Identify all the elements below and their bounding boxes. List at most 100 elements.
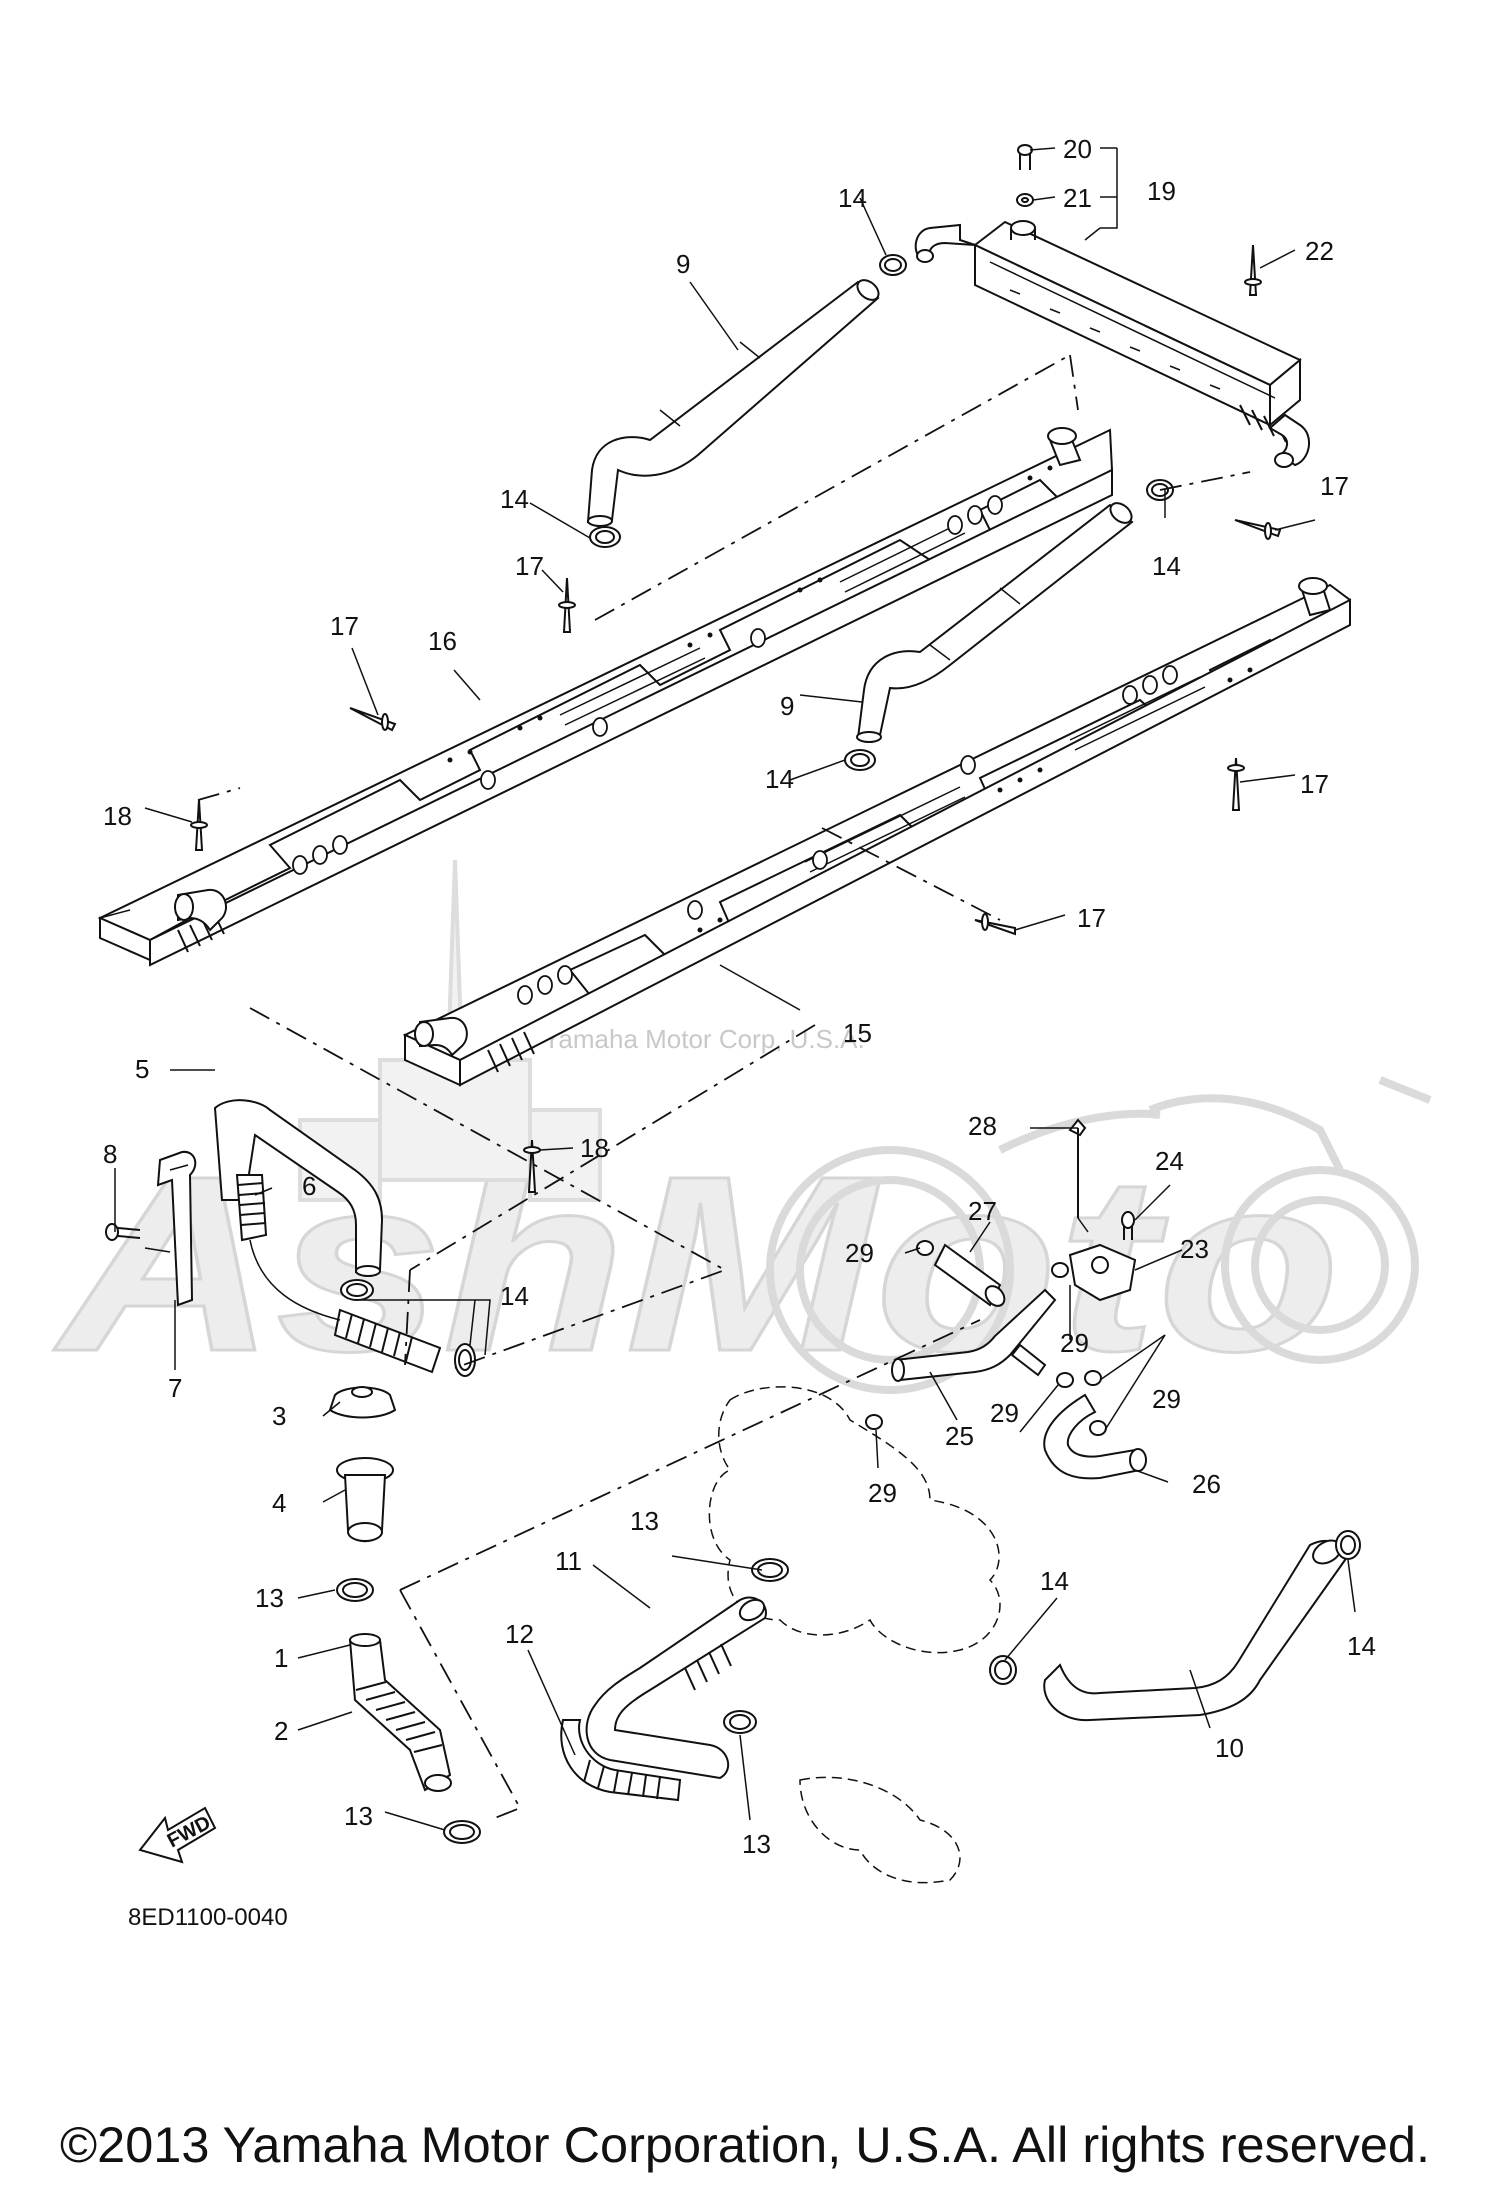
part-label-14-e: 14 — [500, 1281, 529, 1311]
reference-lines — [197, 354, 1251, 1821]
part-label-25: 25 — [945, 1421, 974, 1451]
part-label-13-a: 13 — [255, 1583, 284, 1613]
part-label-3: 3 — [272, 1401, 286, 1431]
part-label-9-lower: 9 — [780, 691, 794, 721]
watermark-motorcycle-icon — [766, 1076, 1432, 1394]
part-label-6: 6 — [302, 1171, 316, 1201]
part-label-16: 16 — [428, 626, 457, 656]
hose-9-upper — [586, 279, 880, 527]
part-label-26: 26 — [1192, 1469, 1221, 1499]
clamp-14-e — [340, 1279, 374, 1301]
copyright-notice: ©2013 Yamaha Motor Corporation, U.S.A. A… — [60, 2117, 1430, 2173]
part-label-17-b: 17 — [330, 611, 359, 641]
bracket-28 — [1068, 1118, 1087, 1218]
part-label-2: 2 — [274, 1716, 288, 1746]
part-label-20: 20 — [1063, 134, 1092, 164]
engine-outline — [708, 1386, 1001, 1884]
part-label-21: 21 — [1063, 183, 1092, 213]
part-labels: 20 21 19 22 14 9 14 17 17 16 17 14 9 14 … — [103, 134, 1376, 1859]
part-label-17-d: 17 — [1300, 769, 1329, 799]
part-label-13-c: 13 — [630, 1506, 659, 1536]
part-label-27: 27 — [968, 1196, 997, 1226]
hose-26 — [1043, 1393, 1147, 1480]
rivet-17-a — [558, 577, 576, 633]
hose-10 — [1043, 1539, 1347, 1722]
cap-3 — [328, 1386, 397, 1419]
part-label-9-upper: 9 — [676, 249, 690, 279]
bolt-20 — [1017, 144, 1033, 170]
part-label-10: 10 — [1215, 1733, 1244, 1763]
rivet-22 — [1244, 244, 1262, 296]
part-label-29-b: 29 — [1060, 1328, 1089, 1358]
part-label-4: 4 — [272, 1488, 286, 1518]
hose-27 — [933, 1243, 1006, 1307]
junction-23 — [1068, 1243, 1137, 1302]
watermark-text: Yamaha Motor Corp, U.S.A. — [543, 1024, 865, 1054]
part-label-15: 15 — [843, 1018, 872, 1048]
part-label-29-a: 29 — [845, 1238, 874, 1268]
clamp-14-h — [989, 1655, 1017, 1685]
clamp-14-b — [589, 526, 621, 548]
hose-9-lower — [856, 502, 1134, 743]
part-label-23: 23 — [1180, 1234, 1209, 1264]
part-label-18-b: 18 — [580, 1133, 609, 1163]
part-label-1: 1 — [274, 1643, 288, 1673]
fwd-arrow-icon: FWD — [138, 1806, 217, 1864]
part-label-14-h: 14 — [1347, 1631, 1376, 1661]
filler-neck-4 — [336, 1457, 394, 1543]
rivet-18-a — [190, 799, 208, 851]
part-label-17-e: 17 — [1077, 903, 1106, 933]
rivet-17-b — [349, 707, 397, 732]
radiator-assembly — [914, 220, 1310, 468]
clamp-14-d — [844, 749, 876, 771]
hose-5 — [213, 1099, 384, 1277]
part-label-14-g: 14 — [1040, 1566, 1069, 1596]
part-label-14-right: 14 — [1152, 551, 1181, 581]
hose-1-2 — [348, 1633, 452, 1792]
hose-6-corrugated — [235, 1174, 442, 1374]
clamp-13-b — [443, 1820, 481, 1844]
rail-15-dots — [697, 667, 1253, 933]
part-label-5: 5 — [135, 1054, 149, 1084]
part-label-29-e: 29 — [868, 1478, 897, 1508]
part-label-18-a: 18 — [103, 801, 132, 831]
part-label-29-d: 29 — [990, 1398, 1019, 1428]
part-label-11: 11 — [555, 1546, 582, 1576]
clamp-14-g — [1335, 1530, 1361, 1560]
rail-16 — [97, 427, 1114, 967]
part-label-14-top: 14 — [838, 183, 867, 213]
clamp-13-c — [751, 1558, 789, 1582]
clamp-13-d — [723, 1710, 757, 1734]
part-label-17-c: 17 — [1320, 471, 1349, 501]
rivet-17-e — [974, 913, 1016, 936]
part-label-29-c: 29 — [1152, 1384, 1181, 1414]
bolt-24 — [1121, 1211, 1135, 1240]
part-label-13-b: 13 — [344, 1801, 373, 1831]
bracket-7 — [156, 1150, 197, 1307]
part-label-8: 8 — [103, 1139, 117, 1169]
rail-15 — [402, 577, 1352, 1087]
hose-25 — [891, 1288, 1057, 1382]
part-label-14-left: 14 — [500, 484, 529, 514]
part-label-22: 22 — [1305, 236, 1334, 266]
hose-12-corrugated — [560, 1719, 682, 1802]
part-label-13-d: 13 — [742, 1829, 771, 1859]
nut-21 — [1016, 193, 1034, 207]
clamp-14-f — [454, 1343, 476, 1377]
rail-16-dots — [447, 465, 1053, 763]
part-label-7: 7 — [168, 1373, 182, 1403]
hose-11 — [585, 1596, 767, 1780]
part-label-17-a: 17 — [515, 551, 544, 581]
rivet-17-c — [1234, 519, 1282, 540]
clamp-29-group — [865, 1240, 1107, 1436]
clamp-14-a — [879, 254, 907, 276]
part-label-14-mid: 14 — [765, 764, 794, 794]
leader-lines — [114, 147, 1356, 1831]
part-label-12: 12 — [505, 1619, 534, 1649]
part-label-19: 19 — [1147, 176, 1176, 206]
drawing-code: 8ED1100-0040 — [128, 1904, 288, 1931]
part-label-24: 24 — [1155, 1146, 1184, 1176]
part-label-28: 28 — [968, 1111, 997, 1141]
clamp-13-a — [336, 1578, 374, 1602]
